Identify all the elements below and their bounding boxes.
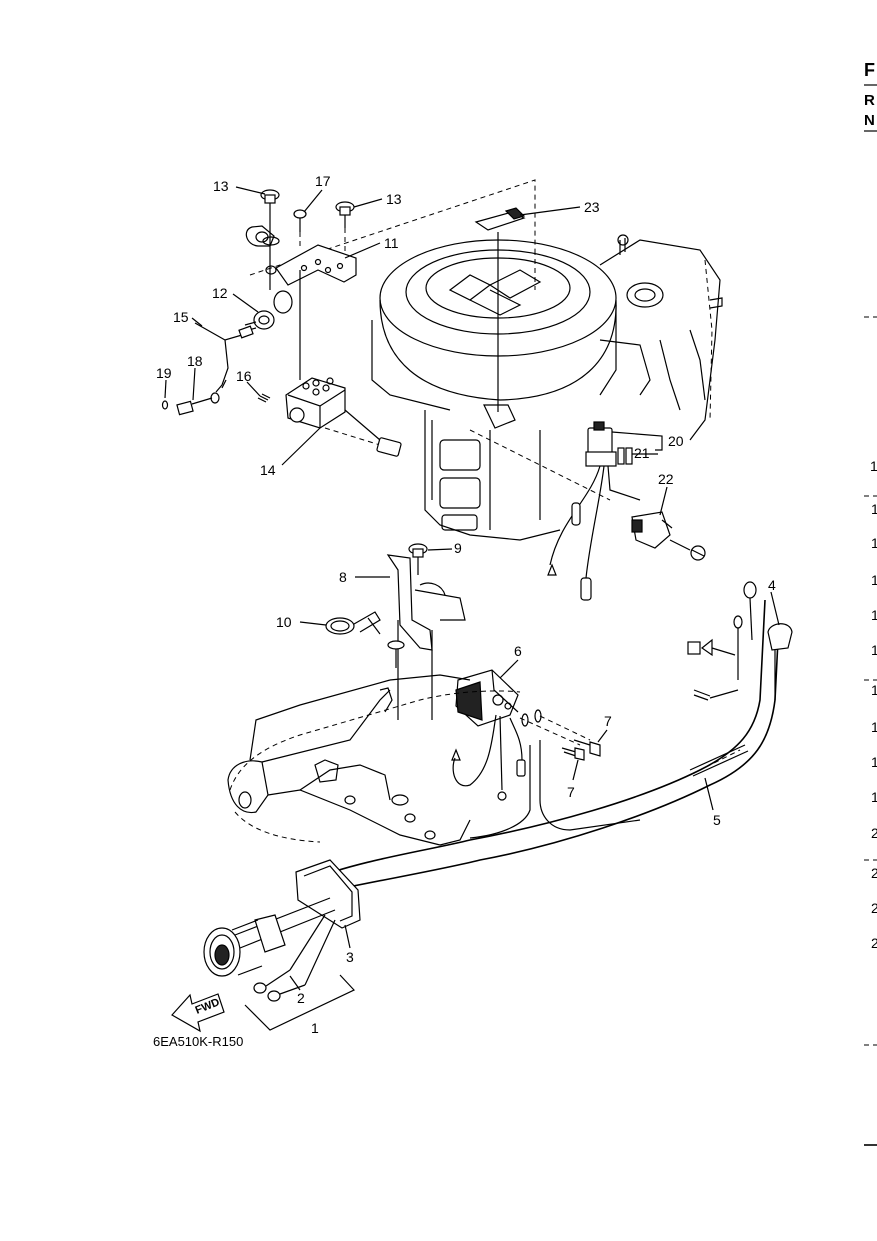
right-edge-clipped-content: F R N 1 1 1 1 1 1 1 1 1 1 2 2 2 2 [864, 60, 877, 1146]
engine-block [249, 179, 723, 541]
edge-number: 2 [871, 825, 877, 841]
parts-20-21-22-connectors [547, 421, 706, 601]
wire-harness [309, 581, 793, 896]
callout-8: 8 [339, 569, 347, 585]
grommet-and-cables [203, 859, 361, 1031]
callout-17: 17 [315, 173, 331, 189]
callout-5: 5 [713, 812, 721, 828]
callout-23: 23 [584, 199, 600, 215]
rectifier-regulator [387, 640, 601, 801]
callout-12: 12 [212, 285, 228, 301]
edge-number: 1 [871, 754, 877, 770]
edge-letter-f: F [864, 60, 875, 80]
callout-18: 18 [187, 353, 203, 369]
callout-7-lower: 7 [567, 784, 575, 800]
callout-14: 14 [260, 462, 276, 478]
callout-15: 15 [173, 309, 189, 325]
edge-letter-r: R [864, 92, 875, 109]
drawing-code: 6EA510K-R150 [153, 1034, 243, 1049]
part-23-clip [474, 207, 526, 429]
callout-20: 20 [668, 433, 684, 449]
middle-bracket-assembly [325, 543, 466, 720]
callout-13-left: 13 [213, 178, 229, 194]
edge-number: 1 [871, 501, 877, 517]
edge-letter-n: N [864, 112, 875, 129]
edge-number: 1 [871, 642, 877, 658]
callout-22: 22 [658, 471, 674, 487]
edge-number: 1 [871, 535, 877, 551]
callout-1: 1 [311, 1020, 319, 1036]
callout-3: 3 [346, 949, 354, 965]
bottom-cowling [227, 674, 521, 846]
callout-10: 10 [276, 614, 292, 630]
callout-21: 21 [634, 445, 650, 461]
ignition-coil-bracket-assembly [161, 189, 402, 457]
callout-2: 2 [297, 990, 305, 1006]
callout-13-right: 13 [386, 191, 402, 207]
edge-number: 2 [871, 865, 877, 881]
edge-number: 1 [871, 789, 877, 805]
leader-lines [164, 186, 780, 991]
callout-4: 4 [768, 577, 776, 593]
callout-labels: 1 2 3 4 5 6 7 7 8 9 10 11 12 13 13 14 15… [156, 173, 776, 1036]
edge-number: 2 [871, 900, 877, 916]
edge-number: 1 [871, 719, 877, 735]
callout-9: 9 [454, 540, 462, 556]
edge-number: 1 [871, 682, 877, 698]
edge-number: 1 [870, 458, 877, 474]
callout-6: 6 [514, 643, 522, 659]
fwd-arrow: FWD [171, 993, 225, 1033]
edge-number: 1 [871, 607, 877, 623]
callout-19: 19 [156, 365, 172, 381]
callout-16: 16 [236, 368, 252, 384]
edge-number: 1 [871, 572, 877, 588]
edge-number: 2 [871, 935, 877, 951]
callout-7-upper: 7 [604, 713, 612, 729]
callout-11: 11 [384, 235, 399, 251]
